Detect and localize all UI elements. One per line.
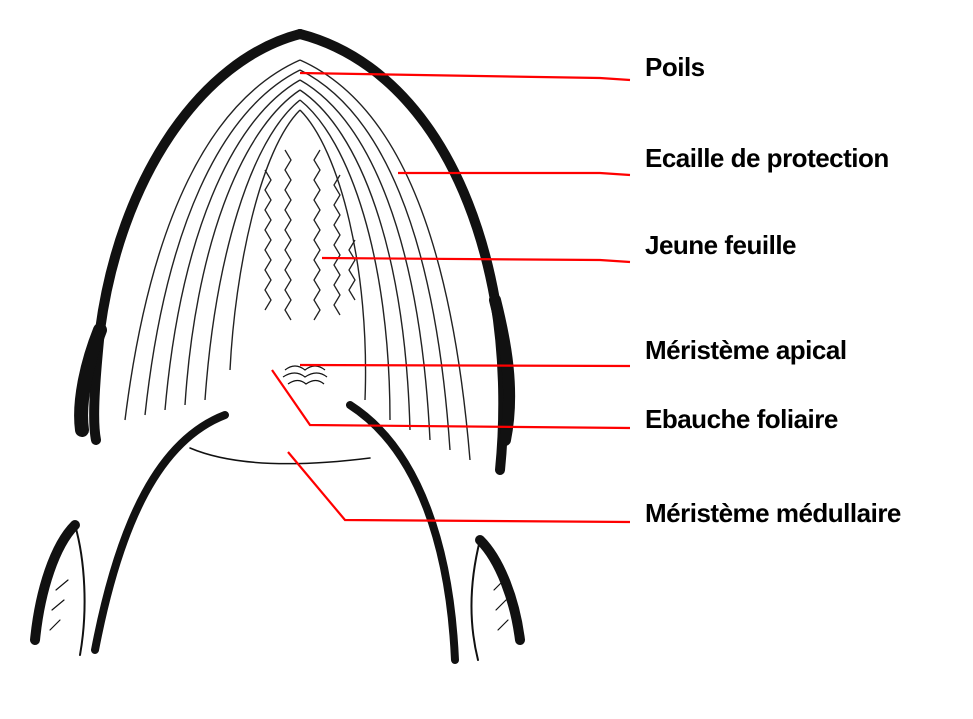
young-leaves <box>265 150 355 320</box>
label-meristeme-apical: Méristème apical <box>645 335 847 366</box>
leader-ebauche-foliaire <box>272 370 630 428</box>
leader-jeune-feuille <box>322 258 630 262</box>
leader-ecaille <box>398 173 630 175</box>
label-jeune-feuille: Jeune feuille <box>645 230 796 261</box>
leader-poils <box>300 73 630 80</box>
leader-meristeme-medullaire <box>288 452 630 522</box>
label-poils: Poils <box>645 52 705 83</box>
label-ecaille-de-protection: Ecaille de protection <box>645 143 889 174</box>
label-meristeme-medullaire: Méristème médullaire <box>645 498 901 529</box>
leader-lines <box>272 73 630 522</box>
apical-meristem <box>283 366 327 384</box>
stem-axis <box>95 405 455 660</box>
label-ebauche-foliaire: Ebauche foliaire <box>645 404 838 435</box>
leader-meristeme-apical <box>300 365 630 366</box>
